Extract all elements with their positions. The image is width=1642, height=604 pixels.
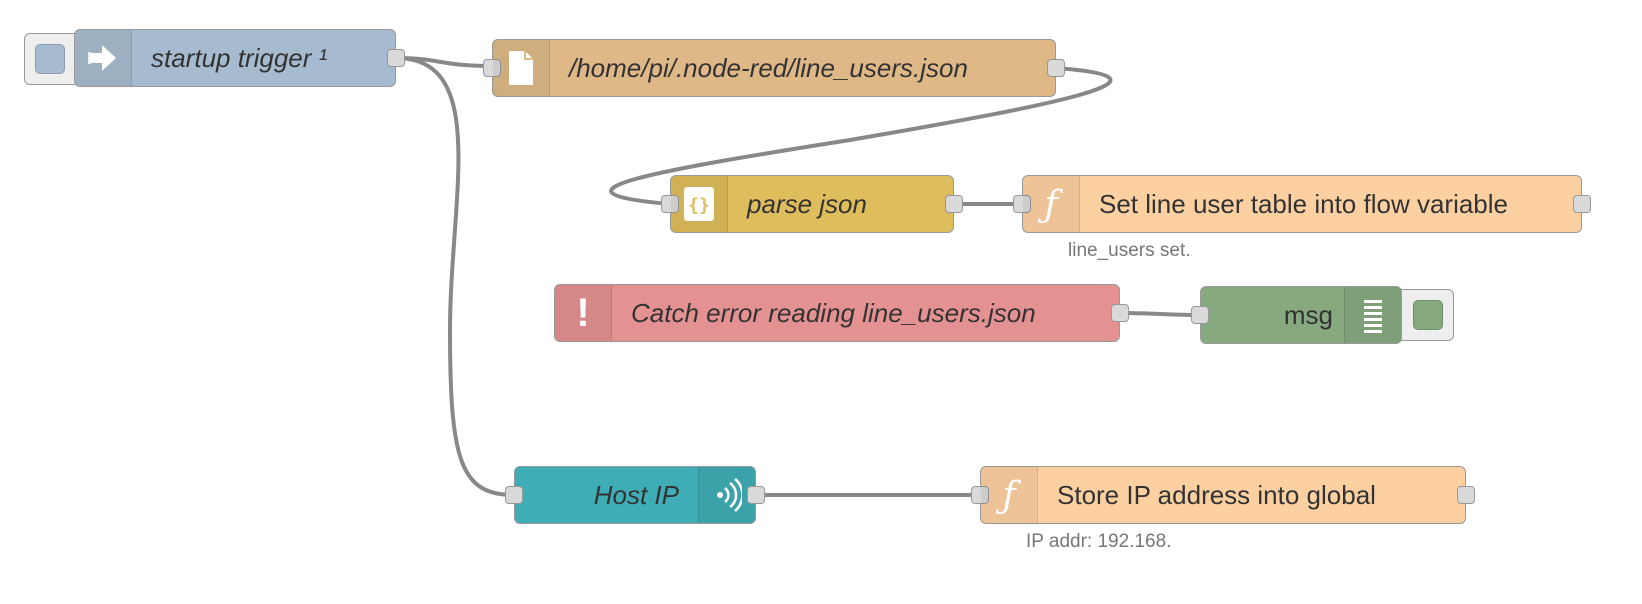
alert-icon: ! <box>555 285 612 341</box>
file-in-label: /home/pi/.node-red/line_users.json <box>569 52 968 83</box>
msg-debug-label: msg <box>1283 299 1333 330</box>
file-in-node[interactable]: /home/pi/.node-red/line_users.json <box>483 39 1065 97</box>
parse-json-node[interactable]: {} parse json <box>661 175 963 233</box>
set-line-user-output-port[interactable] <box>1573 195 1591 213</box>
file-icon <box>493 40 550 96</box>
file-in-input-port[interactable] <box>483 59 501 77</box>
parse-json-output-port[interactable] <box>945 195 963 213</box>
startup-trigger-output-port[interactable] <box>387 49 405 67</box>
store-ip-output-port[interactable] <box>1457 486 1475 504</box>
svg-text:{}: {} <box>688 195 710 216</box>
function-icon: ƒ <box>1023 176 1080 232</box>
store-ip-label: Store IP address into global <box>1057 479 1376 510</box>
host-ip-output-port[interactable] <box>747 486 765 504</box>
arrow-in-icon <box>75 30 132 86</box>
store-ip-input-port[interactable] <box>971 486 989 504</box>
file-in-output-port[interactable] <box>1047 59 1065 77</box>
debug-toggle-button[interactable] <box>1396 289 1454 341</box>
wire-file-to-parse-json[interactable] <box>609 66 1113 206</box>
msg-debug-node[interactable]: msg <box>1191 286 1402 344</box>
catch-error-label: Catch error reading line_users.json <box>631 297 1036 328</box>
parse-json-input-port[interactable] <box>661 195 679 213</box>
host-ip-input-port[interactable] <box>505 486 523 504</box>
debug-toggle-square[interactable] <box>1413 300 1443 330</box>
catch-error-output-port[interactable] <box>1111 304 1129 322</box>
wifi-icon <box>698 467 755 523</box>
host-ip-label: Host IP <box>593 479 679 510</box>
set-line-user-input-port[interactable] <box>1013 195 1031 213</box>
set-line-user-label: Set line user table into flow variable <box>1099 188 1509 219</box>
msg-debug-input-port[interactable] <box>1191 306 1209 324</box>
inject-button-square[interactable] <box>35 44 65 74</box>
json-braces-icon: {} <box>671 176 728 232</box>
host-ip-node[interactable]: Host IP <box>505 466 765 524</box>
store-ip-function-node[interactable]: ƒ Store IP address into global <box>971 466 1475 524</box>
store-ip-status: IP addr: 192.168. <box>1026 531 1172 552</box>
startup-trigger-label: startup trigger ¹ <box>151 42 328 73</box>
parse-json-label: parse json <box>747 188 867 219</box>
function-icon: ƒ <box>981 467 1038 523</box>
set-line-user-function-node[interactable]: ƒ Set line user table into flow variable <box>1013 175 1591 233</box>
set-line-user-status: line_users set. <box>1068 240 1191 261</box>
inject-button[interactable] <box>24 33 82 85</box>
debug-list-icon <box>1344 287 1401 343</box>
wire-trigger-to-host-ip[interactable] <box>394 56 516 497</box>
startup-trigger-node[interactable]: startup trigger ¹ <box>74 29 405 87</box>
wire-catch-to-debug[interactable] <box>1118 311 1202 317</box>
catch-error-node[interactable]: ! Catch error reading line_users.json <box>554 284 1129 342</box>
